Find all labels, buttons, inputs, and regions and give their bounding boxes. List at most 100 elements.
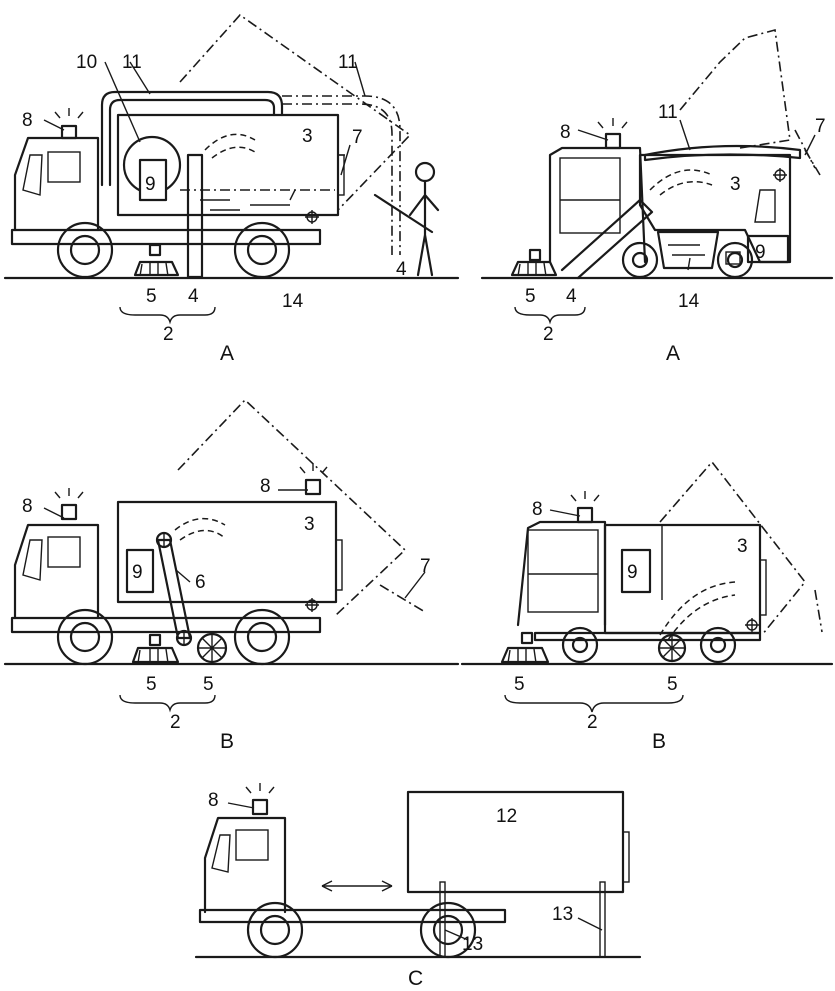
engine-box-9 bbox=[125, 548, 155, 594]
cab-window bbox=[22, 539, 43, 581]
chassis bbox=[533, 631, 762, 642]
truck-cab bbox=[13, 523, 100, 620]
caption-a: A bbox=[666, 342, 680, 365]
beacon-light-rear bbox=[304, 478, 322, 496]
truck-cab bbox=[13, 136, 100, 232]
tipped-lid-outline bbox=[679, 28, 791, 149]
label-8: 8 bbox=[22, 496, 33, 517]
tipped-hopper-outline bbox=[659, 460, 807, 636]
cab-window bbox=[559, 157, 621, 234]
lowered-door bbox=[379, 584, 426, 613]
panel-a-right: 8 11 7 3 9 14 5 4 2 A bbox=[480, 28, 834, 365]
rear-door bbox=[335, 539, 343, 591]
rear-wheel bbox=[233, 221, 291, 279]
water-tank bbox=[656, 230, 720, 270]
lid bbox=[643, 144, 802, 162]
label-4: 4 bbox=[566, 286, 577, 307]
caption-a: A bbox=[220, 342, 234, 365]
label-brace bbox=[514, 306, 586, 325]
label-3: 3 bbox=[737, 536, 748, 557]
tipped-hopper-outline bbox=[179, 13, 412, 211]
caption-b: B bbox=[220, 730, 234, 753]
label-8: 8 bbox=[532, 499, 543, 520]
label-5: 5 bbox=[525, 286, 536, 307]
beacon-rays-icon bbox=[245, 783, 275, 794]
label-11: 11 bbox=[122, 52, 142, 73]
cab-window-rear bbox=[47, 151, 81, 183]
brush-mount bbox=[148, 243, 162, 257]
cab-window-rear bbox=[235, 829, 269, 861]
hopper-body bbox=[638, 153, 792, 264]
side-brush bbox=[500, 646, 550, 664]
chassis bbox=[10, 616, 322, 634]
rear-wheel bbox=[233, 608, 291, 666]
front-wheel bbox=[56, 221, 114, 279]
label-2: 2 bbox=[543, 324, 554, 345]
beacon-rays-icon bbox=[54, 488, 84, 499]
label-14: 14 bbox=[678, 291, 700, 312]
side-brush bbox=[510, 260, 558, 277]
label-9: 9 bbox=[132, 562, 143, 583]
beacon-light bbox=[60, 124, 78, 140]
tipped-hopper-outline bbox=[177, 398, 407, 616]
label-2: 2 bbox=[170, 712, 181, 733]
rear-door bbox=[337, 154, 345, 196]
side-window bbox=[754, 189, 776, 223]
label-8: 8 bbox=[22, 110, 33, 131]
beacon-rays-icon bbox=[54, 108, 84, 119]
label-13: 13 bbox=[462, 934, 483, 955]
beacon-rays-icon bbox=[570, 491, 600, 502]
cab bbox=[548, 146, 647, 264]
label-5: 5 bbox=[667, 674, 678, 695]
rear-wheel bbox=[699, 626, 737, 664]
front-wheel bbox=[621, 241, 659, 279]
side-brush bbox=[131, 646, 180, 664]
cab-window bbox=[22, 154, 43, 196]
label-brace bbox=[504, 694, 684, 713]
label-4: 4 bbox=[188, 286, 199, 307]
rear-door bbox=[759, 559, 767, 616]
label-brace bbox=[119, 306, 216, 325]
operator-person bbox=[414, 161, 436, 183]
water-tank-lines bbox=[200, 199, 290, 211]
beacon-rays-icon bbox=[299, 463, 328, 474]
beacon-light bbox=[60, 503, 78, 521]
panel-a-left: 10 11 11 8 3 7 9 14 4 5 4 2 A bbox=[3, 13, 460, 365]
engine-box-9 bbox=[138, 158, 168, 202]
engine-box-9 bbox=[620, 548, 652, 594]
truck-cab bbox=[203, 816, 287, 914]
cab-window-rear bbox=[47, 536, 81, 568]
water-lines bbox=[668, 244, 705, 256]
rear-wheel bbox=[419, 901, 477, 959]
hose-extended bbox=[282, 95, 401, 255]
brush-mount bbox=[148, 633, 162, 647]
label-11: 11 bbox=[658, 102, 678, 123]
label-14: 14 bbox=[282, 291, 304, 312]
side-brush bbox=[133, 260, 180, 277]
support-leg bbox=[599, 881, 606, 958]
rear-door bbox=[622, 831, 630, 883]
support-leg bbox=[439, 881, 446, 958]
brush-mount bbox=[528, 248, 542, 262]
conveyor-ramp bbox=[560, 198, 654, 280]
beacon-light bbox=[604, 132, 622, 150]
hand-hose bbox=[373, 193, 434, 234]
front-wheel bbox=[56, 608, 114, 666]
label-3: 3 bbox=[304, 514, 315, 535]
label-5: 5 bbox=[203, 674, 214, 695]
beacon-light bbox=[251, 798, 269, 816]
label-12: 12 bbox=[496, 806, 517, 827]
panel-c: 8 12 13 13 C bbox=[194, 783, 642, 990]
label-brace bbox=[119, 694, 216, 713]
front-wheel bbox=[246, 901, 304, 959]
label-3: 3 bbox=[730, 174, 741, 195]
chassis bbox=[198, 908, 507, 924]
label-2: 2 bbox=[163, 324, 174, 345]
label-5: 5 bbox=[146, 286, 157, 307]
panel-b-right: 8 3 9 5 5 2 B bbox=[460, 460, 834, 753]
suction-hose bbox=[100, 90, 284, 187]
elevator-conveyor bbox=[156, 538, 192, 640]
label-7: 7 bbox=[815, 116, 826, 137]
label-13: 13 bbox=[552, 904, 573, 925]
